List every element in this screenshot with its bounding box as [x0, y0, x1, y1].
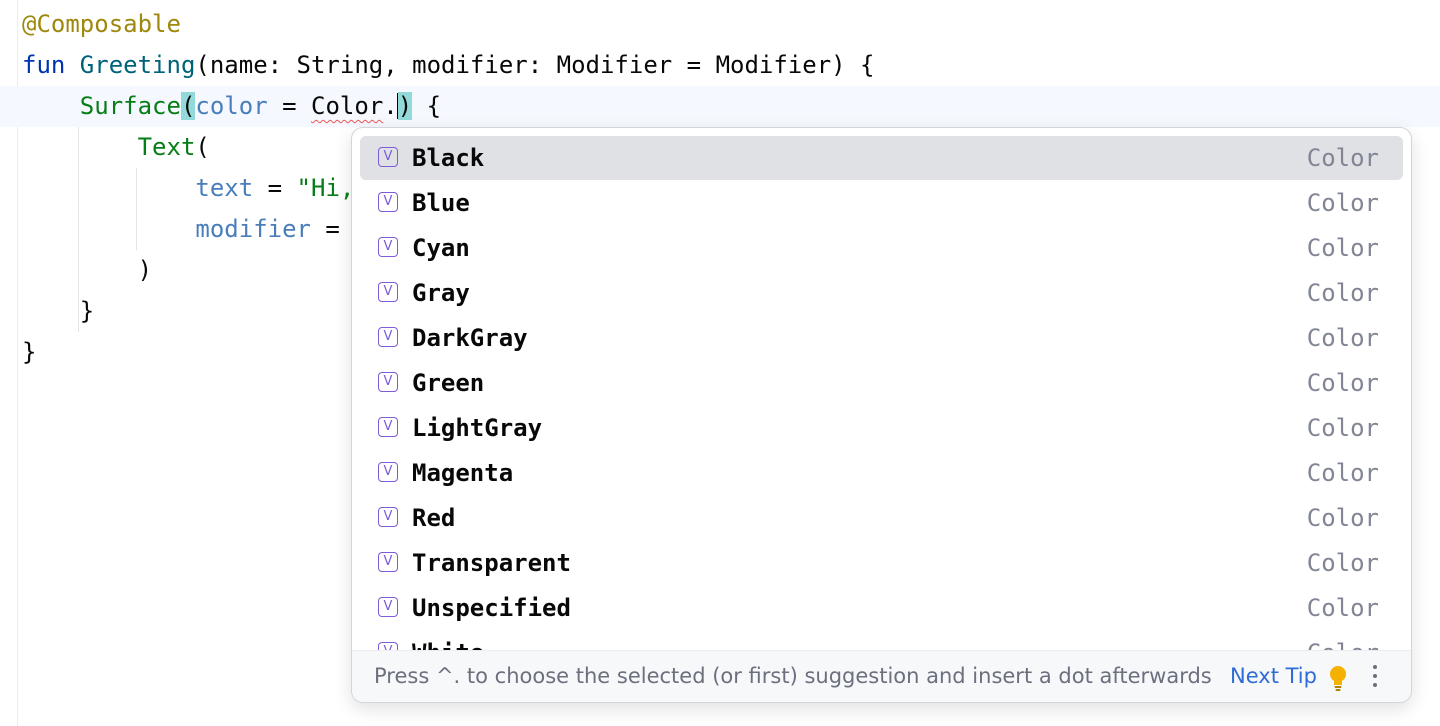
code-line[interactable]: ) [22, 250, 152, 291]
completion-item[interactable]: V Red Color [360, 496, 1403, 540]
lightbulb-icon[interactable] [1326, 664, 1350, 692]
code-token: (name: String, modifier: Modifier = Modi… [195, 51, 875, 79]
completion-footer: Press ^. to choose the selected (or firs… [352, 650, 1411, 702]
variable-icon: V [378, 642, 398, 650]
completion-item-name: Transparent [412, 549, 571, 577]
code-token: Surface [79, 92, 181, 120]
code-token [22, 92, 80, 120]
code-token: color [195, 92, 268, 120]
completion-item-type: Color [1306, 279, 1379, 307]
current-line-highlight [0, 86, 1440, 127]
completion-item[interactable]: V Magenta Color [360, 451, 1403, 495]
completion-item-name: Green [412, 369, 485, 397]
variable-icon: V [378, 462, 398, 482]
code-line[interactable]: Text( [22, 127, 210, 168]
completion-item-type: Color [1306, 144, 1379, 172]
code-token: ) [397, 92, 413, 120]
variable-icon: V [378, 417, 398, 437]
completion-item[interactable]: V Gray Color [360, 271, 1403, 315]
code-token: = [267, 92, 312, 120]
code-token: modifier [195, 215, 311, 243]
code-token: . [383, 92, 398, 120]
code-token [22, 174, 195, 202]
code-line[interactable]: @Composable [22, 4, 181, 45]
completion-item-name: Magenta [412, 459, 514, 487]
code-line[interactable]: Surface(color = Color.) { [22, 86, 441, 127]
completion-item-type: Color [1307, 631, 1379, 650]
variable-icon: V [378, 327, 398, 347]
completion-item[interactable]: V Cyan Color [360, 226, 1403, 270]
completion-item-name: White [412, 631, 484, 650]
variable-icon: V [378, 507, 398, 527]
code-token: @Composable [22, 10, 181, 38]
next-tip-link[interactable]: Next Tip [1230, 664, 1317, 688]
code-token: ( [180, 92, 196, 120]
code-token: fun [22, 51, 80, 79]
completion-item-type: Color [1306, 594, 1379, 622]
code-token [22, 133, 138, 161]
completion-item[interactable]: V Black Color [360, 136, 1403, 180]
variable-icon: V [378, 597, 398, 617]
completion-item-name: Red [412, 504, 456, 532]
completion-item[interactable]: V Green Color [360, 361, 1403, 405]
completion-item-name: LightGray [412, 414, 543, 442]
completion-item[interactable]: V Blue Color [360, 181, 1403, 225]
completion-item-type: Color [1306, 324, 1379, 352]
code-token: Color [311, 92, 384, 120]
completion-item[interactable]: V DarkGray Color [360, 316, 1403, 360]
more-options-icon[interactable] [1366, 661, 1384, 691]
completion-item[interactable]: V White Color [360, 631, 1403, 650]
completion-item-name: Cyan [412, 234, 470, 262]
code-line[interactable]: fun Greeting(name: String, modifier: Mod… [22, 45, 875, 86]
completion-item-name: Gray [412, 279, 470, 307]
completion-item-type: Color [1306, 549, 1379, 577]
code-token [22, 215, 195, 243]
variable-icon: V [378, 237, 398, 257]
code-line[interactable]: } [22, 291, 94, 332]
indent-guide [136, 168, 137, 250]
variable-icon: V [378, 192, 398, 212]
code-token: { [412, 92, 442, 120]
completion-item-name: DarkGray [412, 324, 528, 352]
completion-item-name: Black [412, 144, 485, 172]
code-token: } [22, 338, 37, 366]
completion-item-type: Color [1306, 459, 1379, 487]
code-token: = [310, 215, 355, 243]
variable-icon: V [378, 282, 398, 302]
code-token: ) [22, 256, 153, 284]
code-line[interactable]: text = "Hi, [22, 168, 369, 209]
code-token: text [195, 174, 254, 202]
variable-icon: V [378, 147, 398, 167]
code-token: "Hi, [296, 174, 369, 202]
code-token: = [253, 174, 297, 202]
completion-item[interactable]: V Unspecified Color [360, 586, 1403, 630]
completion-item-name: Unspecified [412, 594, 571, 622]
completion-item-name: Blue [412, 189, 470, 217]
variable-icon: V [378, 552, 398, 572]
code-line[interactable]: } [22, 332, 36, 373]
code-line[interactable]: modifier = [22, 209, 354, 250]
completion-item-type: Color [1306, 414, 1379, 442]
completion-item-type: Color [1306, 234, 1379, 262]
variable-icon: V [378, 372, 398, 392]
completion-item[interactable]: V Transparent Color [360, 541, 1403, 585]
completion-hint: Press ^. to choose the selected (or firs… [374, 664, 1212, 688]
completion-item-type: Color [1306, 189, 1379, 217]
completion-item[interactable]: V LightGray Color [360, 406, 1403, 450]
completion-item-type: Color [1306, 504, 1379, 532]
code-token: Text [137, 133, 196, 161]
code-token: ( [195, 133, 210, 161]
code-token: } [22, 297, 95, 325]
gutter-divider [17, 0, 18, 726]
completion-item-type: Color [1306, 369, 1379, 397]
code-token: Greeting [79, 51, 196, 79]
indent-guide [78, 127, 79, 332]
